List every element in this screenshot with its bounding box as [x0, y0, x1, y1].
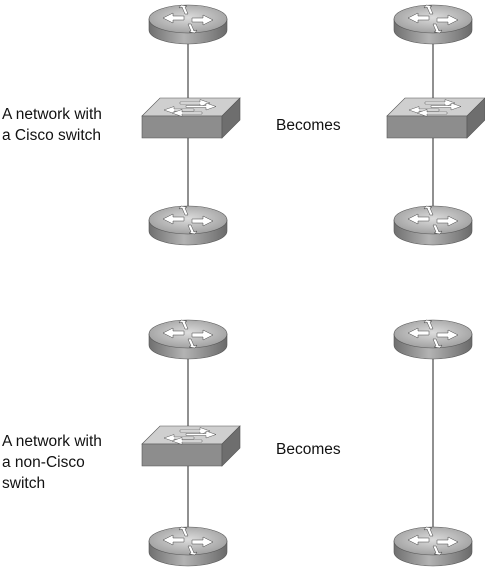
switch-icon	[141, 97, 241, 139]
switch-icon	[141, 425, 241, 467]
router-icon	[148, 4, 228, 45]
becomes-label: Becomes	[276, 441, 341, 458]
description-line: switch	[2, 475, 45, 492]
router-icon	[393, 526, 473, 567]
description-line: A network with	[2, 433, 102, 450]
router-icon	[148, 526, 228, 567]
router-icon	[393, 319, 473, 360]
scenario-non-cisco-switch: A network with a non-Cisco switch Become…	[2, 319, 473, 567]
switch-icon	[386, 97, 485, 139]
becomes-label: Becomes	[276, 117, 341, 134]
description-line: a Cisco switch	[2, 127, 101, 144]
router-icon	[148, 319, 228, 360]
router-icon	[393, 205, 473, 246]
description-line: a non-Cisco	[2, 454, 85, 471]
router-icon	[148, 205, 228, 246]
scenario-cisco-switch: A network with a Cisco switch Becomes	[2, 4, 485, 246]
router-icon	[393, 4, 473, 45]
description-line: A network with	[2, 106, 102, 123]
